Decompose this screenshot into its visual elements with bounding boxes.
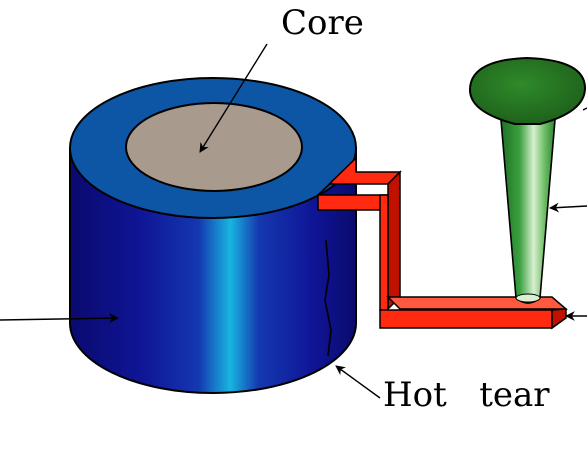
runner-vertical-front [387, 170, 401, 311]
arrow-icon [0, 313, 119, 324]
hot-tear-crack [324, 239, 332, 357]
hot-tear-label: Hot tear [383, 375, 550, 415]
runner-vertical-face [379, 194, 389, 311]
mold-cylinder [69, 77, 357, 394]
arrow-icon [582, 107, 587, 111]
runner-horizontal-end [551, 308, 567, 330]
arrow-icon [335, 365, 381, 399]
arrow-icon [199, 43, 268, 153]
sprue [468, 56, 587, 304]
runner-horizontal-front [379, 309, 553, 329]
sprue-base [515, 293, 541, 303]
sprue-body [499, 107, 557, 304]
arrow-icon [549, 202, 587, 213]
ingate-front [317, 194, 389, 211]
core-top [125, 102, 303, 192]
core-label: Core [281, 3, 364, 43]
pouring-cup [468, 56, 587, 125]
runner-system [317, 156, 569, 330]
